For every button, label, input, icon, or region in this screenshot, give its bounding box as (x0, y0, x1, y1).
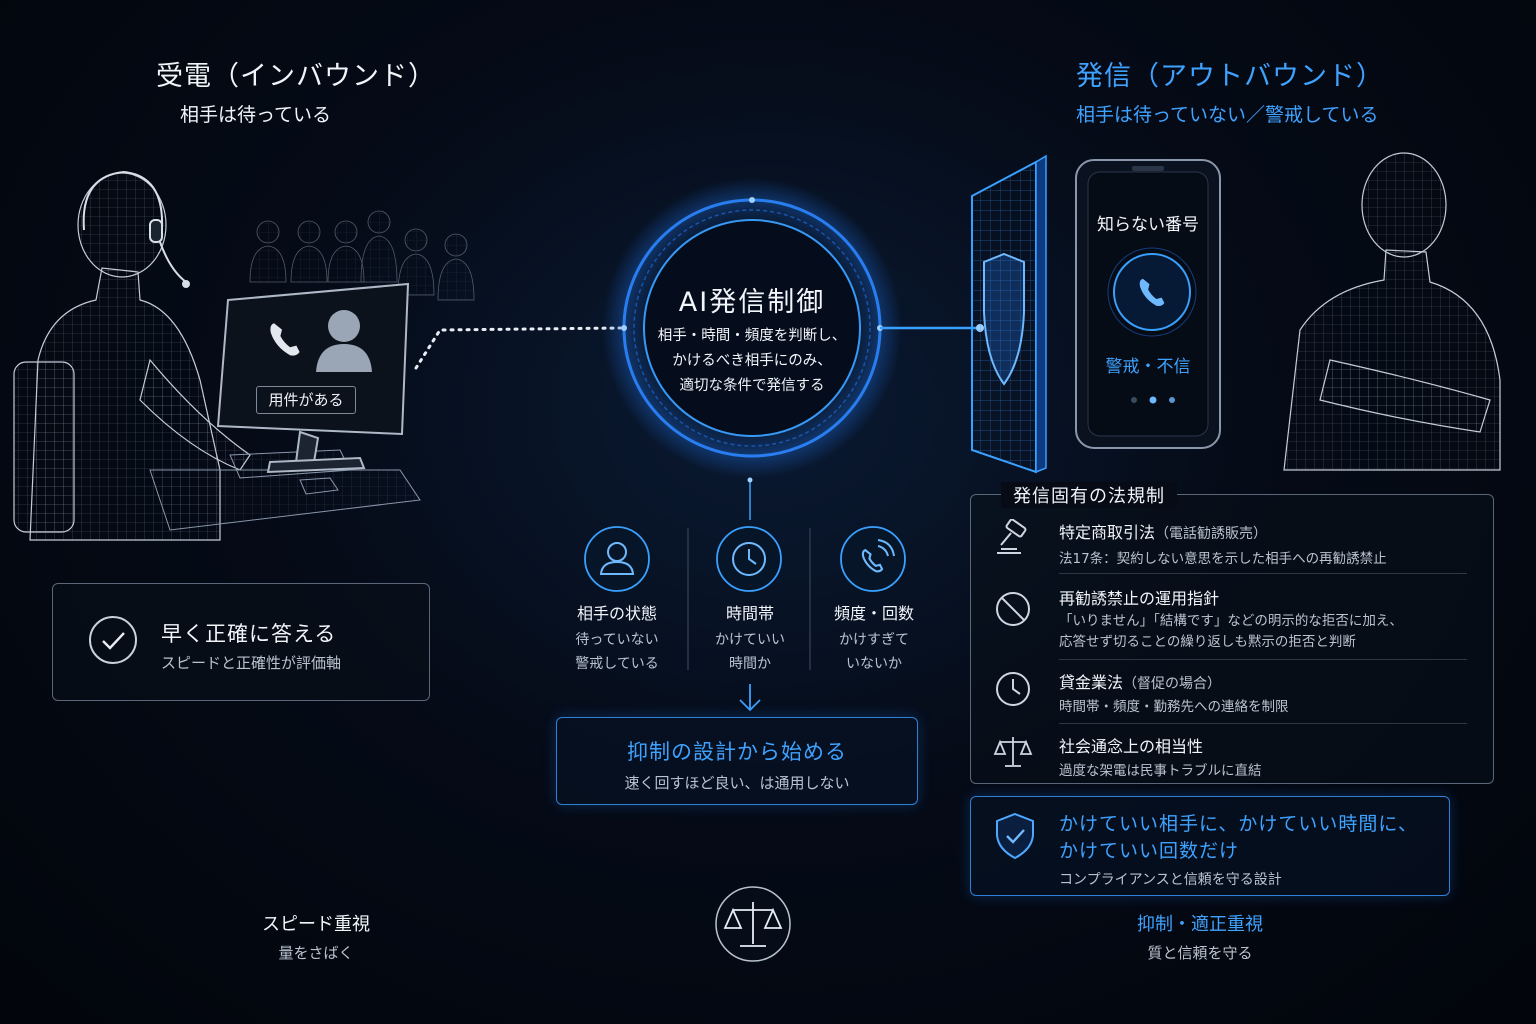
waiting-crowd (249, 210, 475, 301)
inbound-card-subtitle: スピードと正確性が評価軸 (161, 654, 342, 672)
regulations-heading: 発信固有の法規制 (1001, 482, 1177, 508)
hub-line: かけるべき相手にのみ、 (672, 353, 832, 369)
regulation-item: 再勧誘禁止の運用指針 「いりません」「結構です」などの明示的な拒否に加え、 応答… (971, 581, 1493, 657)
monitor-phone-icon (270, 323, 300, 356)
shield-check-icon (996, 812, 1034, 860)
headset-icon (82, 170, 190, 288)
restraint-focus-label: 抑制・適正重視 (1137, 914, 1263, 935)
inbound-subtitle: 相手は待っている (180, 104, 332, 126)
factor-line: 待っていない (575, 632, 659, 648)
factor-row: 相手の状態 待っていない 警戒している 時間帯 かけていい 時間か (560, 520, 940, 690)
factor-line: 警戒している (575, 656, 659, 672)
regulation-detail: 「いりません」「結構です」などの明示的な拒否に加え、 応答せず切ることの繰り返し… (1059, 611, 1403, 653)
restraint-focus-sub: 質と信頼を守る (1147, 944, 1253, 962)
regulation-detail: 法17条：契約しない意思を示した相手への再勧誘禁止 (1059, 551, 1387, 567)
divider (1059, 573, 1467, 574)
balance-scale-icon (723, 902, 783, 947)
phone-status-label: 警戒・不信 (1105, 357, 1191, 377)
regulation-title-row: 貸金業法（督促の場合） (1059, 669, 1221, 693)
clock-icon (716, 526, 782, 592)
smartphone (1075, 159, 1221, 449)
arrow-down-icon (739, 684, 761, 712)
suppression-subtitle: 速く回すほど良い、は通用しない (624, 774, 850, 792)
wary-person-figure (1283, 152, 1501, 471)
hub-line: 適切な条件で発信する (679, 378, 825, 394)
divider (1059, 659, 1467, 660)
regulation-title: 社会通念上の相当性 (1059, 737, 1204, 756)
compliance-subtitle: コンプライアンスと信頼を守る設計 (1059, 872, 1282, 888)
speed-focus-label: スピード重視 (262, 914, 370, 935)
prohibited-icon (996, 592, 1030, 626)
regulation-item: 社会通念上の相当性 過度な架電は民事トラブルに直結 (971, 729, 1493, 783)
outbound-subtitle: 相手は待っていない／警戒している (1076, 104, 1379, 126)
speed-focus-sub: 量をさばく (278, 944, 354, 962)
regulation-detail: 時間帯・頻度・勤務先への連絡を制限 (1059, 699, 1289, 715)
regulation-line: 「いりません」「結構です」などの明示的な拒否に加え、 (1059, 613, 1403, 629)
check-circle-icon (89, 616, 137, 664)
hub-description: 相手・時間・頻度を判断し、 かけるべき相手にのみ、 適切な条件で発信する (640, 324, 864, 399)
gavel-icon (997, 519, 1027, 554)
regulation-item: 特定商取引法（電話勧誘販売） 法17条：契約しない意思を示した相手への再勧誘禁止 (971, 511, 1493, 575)
phone-ring-icon (840, 526, 906, 592)
scales-icon (993, 737, 1033, 767)
suppression-card: 抑制の設計から始める 速く回すほど良い、は通用しない (556, 717, 918, 805)
factor-title: 頻度・回数 (833, 604, 914, 623)
compliance-line: かけていい回数だけ (1059, 840, 1240, 862)
factor-line: いないか (846, 656, 902, 672)
phone-caller-label: 知らない番号 (1097, 215, 1199, 235)
factor-line: 時間か (729, 656, 771, 672)
regulations-panel: 発信固有の法規制 特定商取引法（電話勧誘販売） 法17条：契約しない意思を示した… (970, 482, 1494, 784)
inbound-evaluation-card: 早く正確に答える スピードと正確性が評価軸 (52, 583, 430, 701)
regulation-note: （電話勧誘販売） (1155, 526, 1268, 542)
operator-figure (13, 172, 251, 541)
regulation-item: 貸金業法（督促の場合） 時間帯・頻度・勤務先への連絡を制限 (971, 665, 1493, 725)
regulation-title: 再勧誘禁止の運用指針 (1059, 589, 1220, 608)
factor-title: 相手の状態 (576, 604, 657, 623)
desk (149, 449, 421, 531)
suppression-title: 抑制の設計から始める (627, 740, 847, 764)
factor-title: 時間帯 (725, 604, 774, 623)
inbound-title: 受電（インバウンド） (156, 61, 436, 92)
compliance-card: かけていい相手に、かけていい時間に、 かけていい回数だけ コンプライアンスと信頼… (970, 796, 1450, 896)
clock-icon (996, 672, 1030, 706)
regulation-title: 特定商取引法 (1059, 523, 1156, 542)
regulation-title-row: 特定商取引法（電話勧誘販売） (1059, 519, 1267, 543)
monitor-avatar-icon (316, 310, 372, 372)
divider (1059, 723, 1467, 724)
factor-desc: かけていい 時間か (690, 628, 810, 676)
regulation-line: 応答せず切ることの繰り返しも黙示の拒否と判断 (1059, 634, 1356, 650)
hub-title: AI発信制御 (678, 287, 826, 318)
factor-desc: かけすぎて いないか (816, 628, 932, 676)
regulation-title: 貸金業法 (1059, 673, 1124, 692)
outbound-title: 発信（アウトバウンド） (1076, 61, 1384, 92)
compliance-line: かけていい相手に、かけていい時間に、 (1059, 813, 1418, 835)
hub-line: 相手・時間・頻度を判断し、 (657, 328, 847, 344)
monitor (216, 282, 410, 474)
inbound-card-title: 早く正確に答える (161, 622, 337, 646)
factor-line: かけすぎて (839, 632, 909, 648)
factor-line: かけていい (715, 632, 785, 648)
factor-desc: 待っていない 警戒している (560, 628, 674, 676)
inbound-connector (414, 326, 622, 370)
person-icon (584, 526, 650, 592)
compliance-headline: かけていい相手に、かけていい時間に、 かけていい回数だけ (1059, 811, 1418, 865)
regulation-detail: 過度な架電は民事トラブルに直結 (1059, 763, 1262, 779)
regulation-note: （督促の場合） (1123, 676, 1222, 692)
incoming-call-icon (1139, 278, 1165, 307)
screen-label: 用件がある (256, 386, 356, 414)
shield-wall (971, 154, 1047, 474)
shield-icon (983, 252, 1025, 386)
